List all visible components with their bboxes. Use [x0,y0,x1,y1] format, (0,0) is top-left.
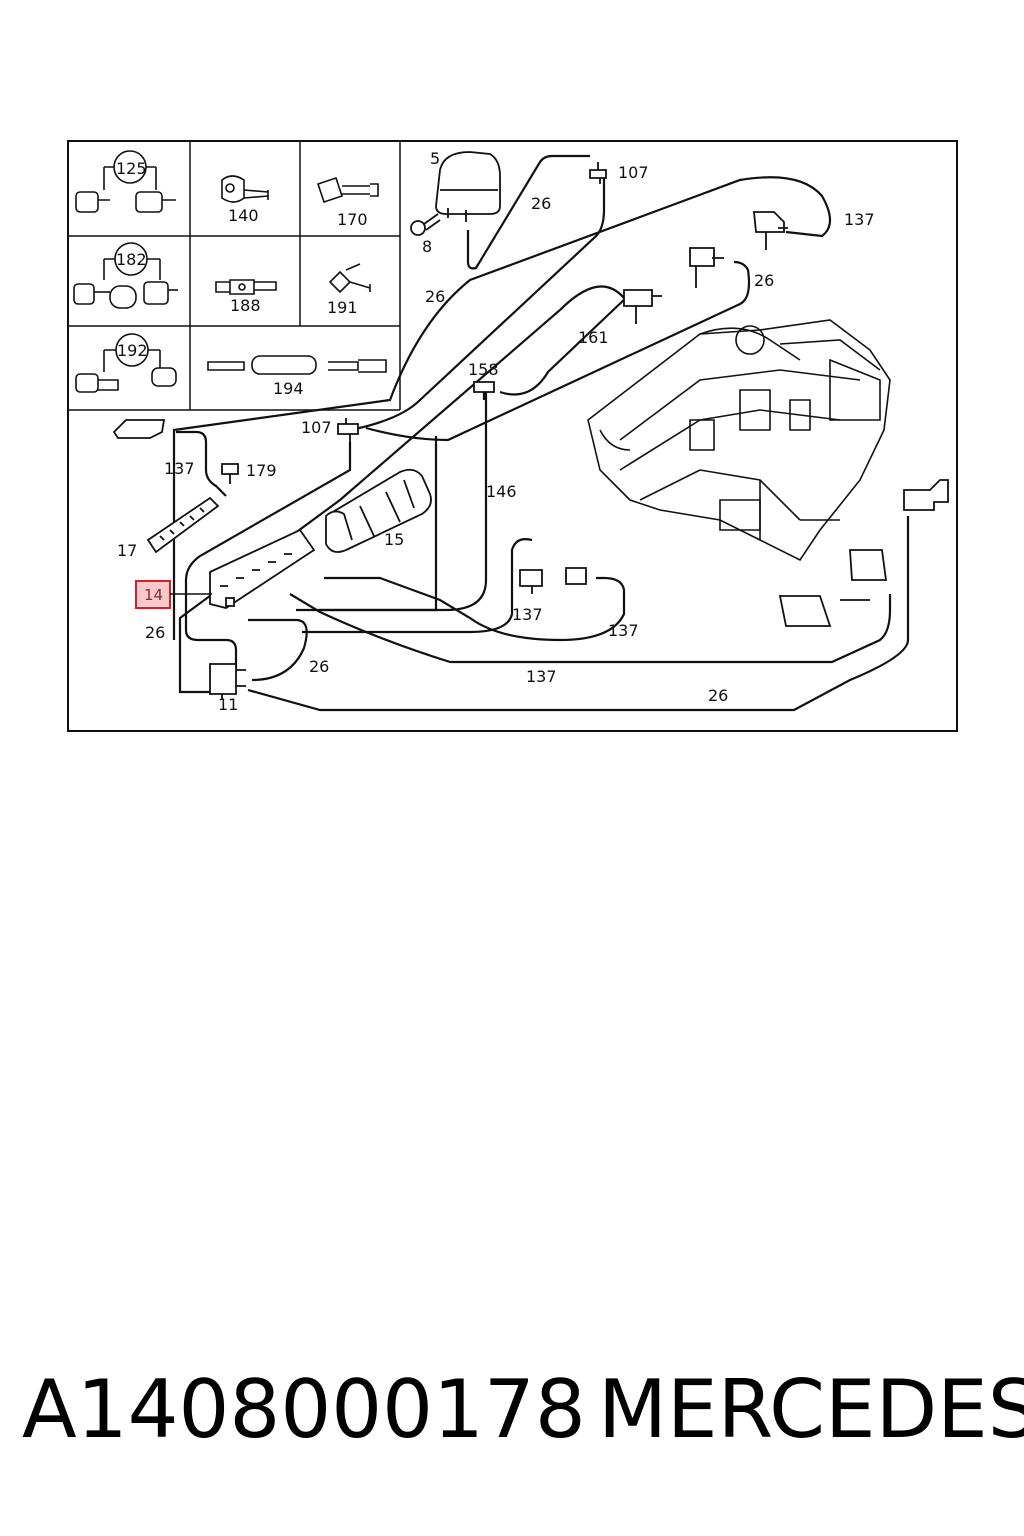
label-137-top: 137 [844,210,875,229]
tee-107-top-icon [589,162,607,184]
label-26-middle: 26 [309,657,329,676]
label-26-valve: 26 [754,271,774,290]
label-26-bottom: 26 [708,686,728,705]
label-194: 194 [273,379,304,398]
label-8: 8 [422,237,432,256]
label-158: 158 [468,360,499,379]
valve-11-icon [209,663,246,700]
label-11: 11 [218,695,238,714]
angle-connector-191-icon [328,263,371,294]
label-192: 192 [117,341,148,360]
valve-161-icon [623,289,662,324]
sensor-137-icon [112,419,166,439]
label-15: 15 [384,530,404,549]
label-26-left: 26 [425,287,445,306]
parts-diagram: 125 140 170 182 188 191 192 194 5 8 26 1… [67,140,958,732]
label-179: 179 [246,461,277,480]
label-14[interactable]: 14 [144,586,163,604]
switch-unit-14-icon [209,528,316,609]
label-107-left: 107 [301,418,332,437]
tee-158-icon [473,381,495,400]
caption-part-number: A1408000178 [22,1363,586,1456]
inset-grid [68,141,401,411]
connector-188-icon [215,279,277,295]
connector-182-icon [73,242,178,309]
label-182: 182 [116,250,147,269]
screw-8-icon [410,213,441,236]
connector-125-icon [75,150,176,213]
label-107-top: 107 [618,163,649,182]
label-191: 191 [327,298,358,317]
label-137-right: 137 [608,621,639,640]
angle-connector-140-icon [221,175,269,203]
actuator-bottom-icon [778,549,888,627]
tube-set-194-icon [207,355,387,375]
hvac-housing-icon [587,319,891,562]
connector-170-icon [316,176,379,204]
control-unit-15-icon [325,468,432,553]
label-17: 17 [117,541,137,560]
label-5: 5 [430,149,440,168]
label-140: 140 [228,206,259,225]
valve-26-icon [689,247,724,288]
label-146: 146 [486,482,517,501]
label-137-center: 137 [512,605,543,624]
callout-labels: 125 140 170 182 188 191 192 194 5 8 26 1… [116,149,875,714]
label-125: 125 [116,159,147,178]
label-137-bottom: 137 [526,667,557,686]
connector-192-icon [75,333,177,393]
connector-strip-17-icon [146,496,220,554]
label-137-left: 137 [164,459,195,478]
valve-right-icon [903,479,949,511]
label-26-top: 26 [531,194,551,213]
caption-brand: MERCEDES [598,1363,1024,1456]
label-26-lower-left: 26 [145,623,165,642]
vacuum-reservoir-5-icon [435,151,501,222]
label-188: 188 [230,296,261,315]
label-161: 161 [578,328,609,347]
label-170: 170 [337,210,368,229]
valve-137-center-icon [519,567,587,594]
tee-179-icon [221,463,239,484]
hose-routing [172,154,910,712]
diagram-frame [67,140,958,732]
valve-137-top-icon [753,211,788,250]
tee-107-left-icon [337,418,359,442]
